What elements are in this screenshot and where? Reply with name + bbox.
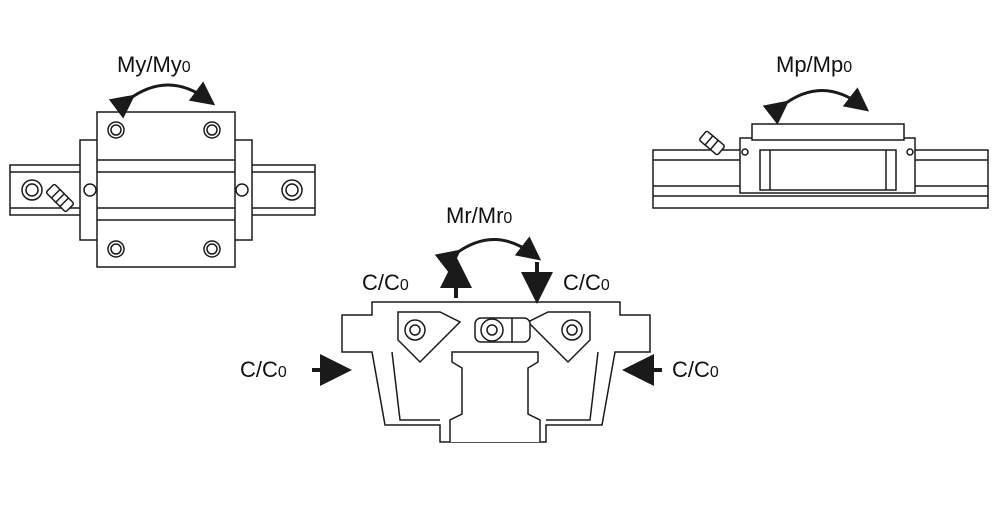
carriage-side (739, 123, 916, 194)
roll-moment-label: Mr/Mr0 (446, 203, 513, 228)
ball-recirculation (397, 311, 591, 364)
side-view-rail-block (652, 123, 989, 209)
load-down-label: C/C0 (563, 270, 610, 295)
inner-seal-lines (391, 351, 599, 421)
yaw-moment-label: My/My0 (117, 52, 191, 77)
pitch-moment-label: Mp/Mp0 (776, 52, 853, 77)
load-left-label: C/C0 (240, 357, 287, 382)
roll-rotation-arrow (434, 236, 542, 274)
lubrication-fitting-icon (474, 317, 531, 343)
load-up-label: C/C0 (362, 270, 409, 295)
front-view-cross-section (341, 301, 651, 443)
yaw-rotation-arrow (108, 81, 216, 119)
grease-nipple-icon (45, 183, 75, 213)
carriage-block (96, 111, 236, 268)
pitch-rotation-arrow (762, 87, 870, 125)
top-view-rail-block (9, 111, 316, 268)
load-right-label: C/C0 (672, 357, 719, 382)
grease-nipple-side-icon (699, 130, 725, 156)
rail-profile (449, 351, 541, 442)
